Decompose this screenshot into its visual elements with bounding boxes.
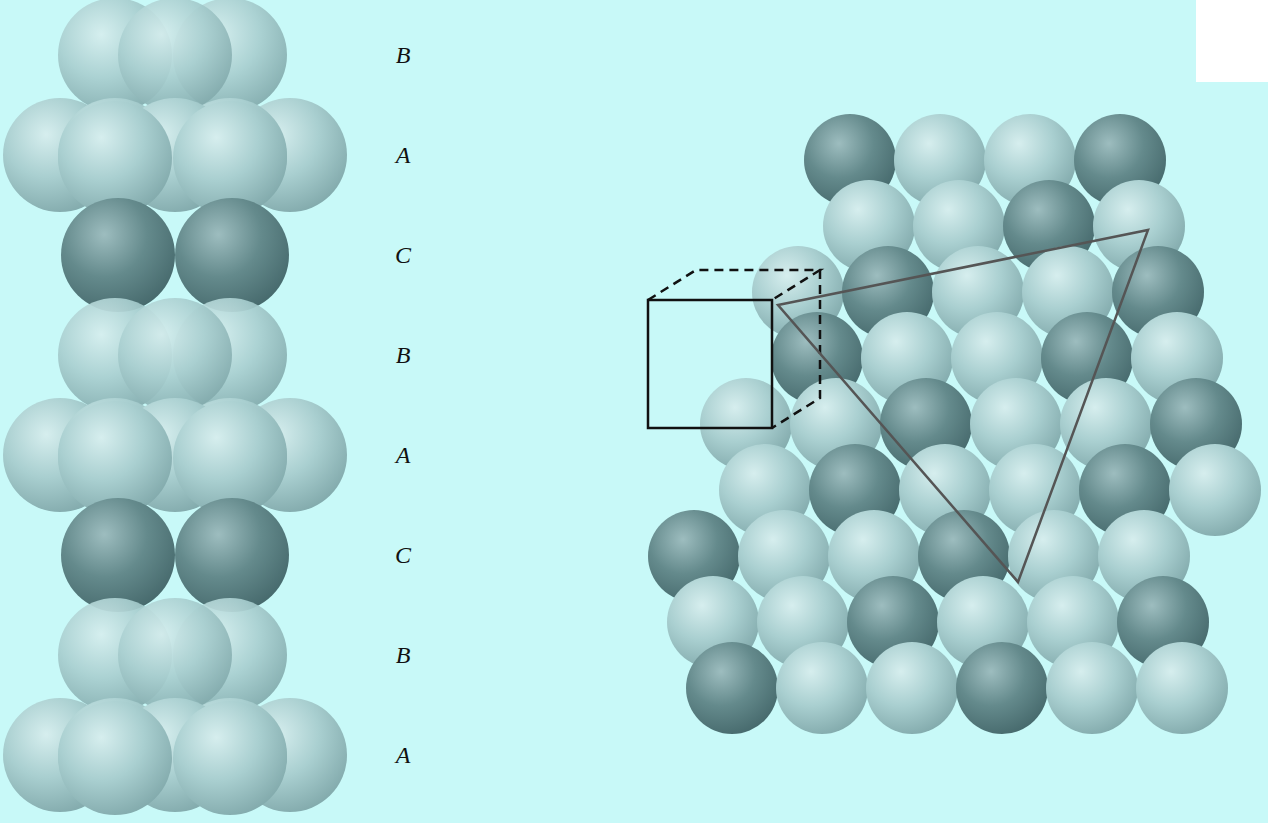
atom-sphere bbox=[173, 101, 287, 215]
layer-label: C bbox=[395, 543, 411, 567]
atom-sphere bbox=[1136, 642, 1228, 734]
atom-sphere bbox=[61, 498, 175, 612]
sphere-cluster bbox=[648, 114, 1261, 734]
layer-label: A bbox=[396, 143, 411, 167]
atom-sphere bbox=[173, 401, 287, 515]
atom-sphere bbox=[58, 701, 172, 815]
atom-sphere bbox=[61, 198, 175, 312]
atom-sphere bbox=[956, 642, 1048, 734]
layer-label: B bbox=[396, 343, 411, 367]
atom-sphere bbox=[118, 0, 232, 112]
atom-sphere bbox=[1169, 444, 1261, 536]
layer-label: B bbox=[396, 43, 411, 67]
atom-sphere bbox=[686, 642, 778, 734]
layer-label: B bbox=[396, 643, 411, 667]
atom-sphere bbox=[1046, 642, 1138, 734]
layer-label: C bbox=[395, 243, 411, 267]
layer-stack bbox=[3, 0, 347, 815]
unit-cell-cube bbox=[648, 270, 820, 428]
atom-sphere bbox=[118, 298, 232, 412]
atom-sphere bbox=[866, 642, 958, 734]
atom-sphere bbox=[175, 498, 289, 612]
corner-patch bbox=[1196, 0, 1268, 82]
atom-sphere bbox=[776, 642, 868, 734]
atom-sphere bbox=[175, 198, 289, 312]
layer-label: A bbox=[396, 443, 411, 467]
atom-sphere bbox=[58, 401, 172, 515]
layer-label: A bbox=[396, 743, 411, 767]
atom-sphere bbox=[58, 101, 172, 215]
close-packed-plane bbox=[778, 230, 1148, 582]
atom-sphere bbox=[118, 598, 232, 712]
atom-sphere bbox=[173, 701, 287, 815]
